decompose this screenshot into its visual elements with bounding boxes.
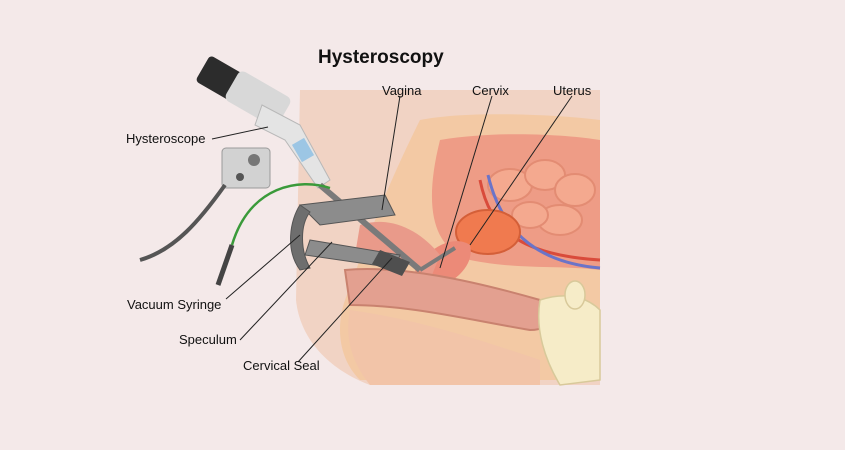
- vacuum-tube: [230, 182, 331, 246]
- scope-shaft: [318, 182, 422, 273]
- label-cervix: Cervix: [472, 83, 509, 98]
- uterus-shape: [455, 209, 521, 255]
- label-uterus: Uterus: [553, 83, 592, 98]
- syringe-body: [215, 244, 235, 286]
- vessel-blue: [486, 174, 601, 270]
- label-cervical-seal: Cervical Seal: [243, 358, 320, 373]
- cervical-seal: [372, 250, 410, 276]
- pelvic-bones: [537, 280, 601, 386]
- scope-tip: [418, 246, 457, 272]
- diagram-title: Hysteroscopy: [318, 47, 444, 68]
- label-speculum: Speculum: [179, 332, 237, 347]
- lower-tissue: [348, 310, 540, 385]
- label-vagina: Vagina: [382, 83, 422, 98]
- hysteroscope-device: [139, 56, 331, 262]
- label-vacuum-syringe: Vacuum Syringe: [127, 297, 222, 312]
- intestines: [487, 159, 596, 236]
- label-hysteroscope: Hysteroscope: [126, 131, 206, 146]
- leader-lines: [211, 95, 573, 363]
